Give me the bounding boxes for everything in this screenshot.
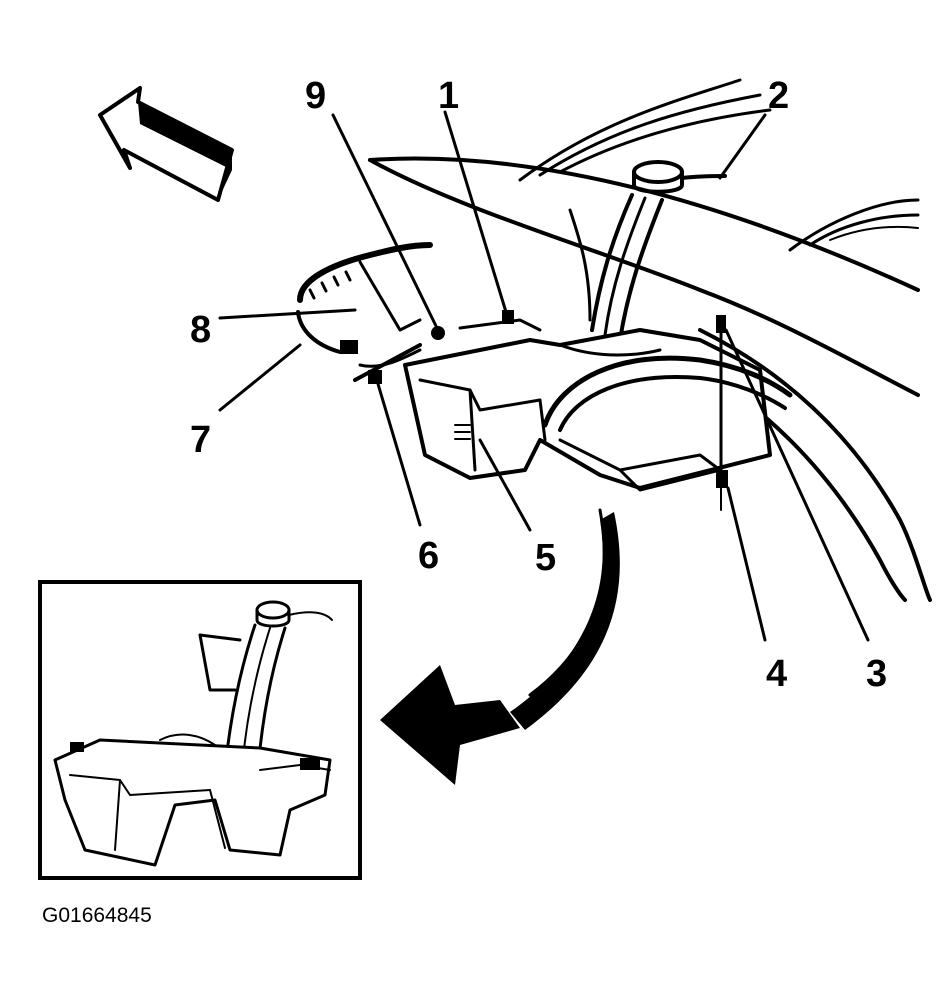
detail-pointer-arrow [380, 508, 620, 785]
leader-lines [218, 110, 870, 642]
callout-7: 7 [190, 419, 211, 461]
fasteners [368, 310, 542, 384]
callout-9: 9 [305, 75, 326, 117]
callout-6: 6 [418, 535, 439, 577]
figure-id: G01664845 [42, 904, 152, 927]
callout-5: 5 [535, 537, 556, 579]
callout-labels: 1 2 3 4 5 6 7 8 9 [190, 75, 887, 695]
mounting-stud [716, 315, 728, 511]
forward-direction-arrow [98, 86, 234, 202]
washer-reservoir [403, 328, 793, 492]
detail-inset [38, 580, 362, 880]
callout-1: 1 [438, 75, 459, 117]
callout-4: 4 [766, 653, 787, 695]
callout-3: 3 [866, 653, 887, 695]
callout-2: 2 [768, 75, 789, 117]
fender-outline [368, 78, 920, 397]
wiring-harness [296, 242, 445, 382]
callout-8: 8 [190, 309, 211, 351]
